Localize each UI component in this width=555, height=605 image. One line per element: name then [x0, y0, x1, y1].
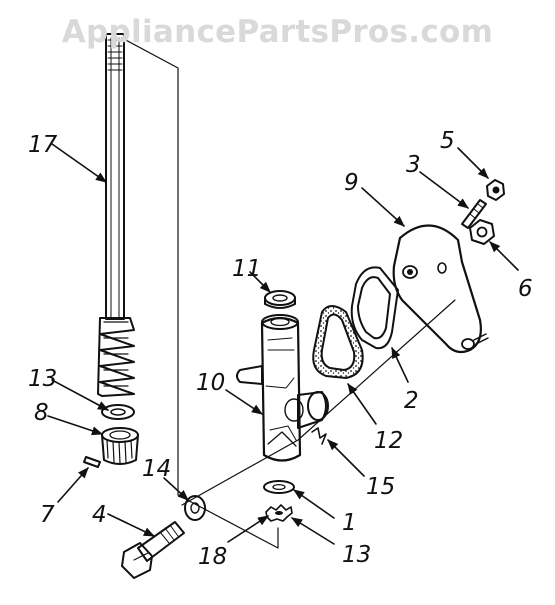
callout-15: 15 — [366, 474, 395, 500]
shaft-part-17 — [97, 33, 135, 397]
leader-17 — [51, 143, 107, 183]
callout-2: 2 — [404, 388, 419, 414]
spring-washer-part-15 — [311, 427, 327, 445]
leader-9 — [361, 187, 405, 227]
leader-10 — [225, 389, 263, 415]
washer-part-13-left — [101, 404, 135, 420]
leader-6 — [489, 241, 519, 271]
bracket-plate-part-9 — [392, 224, 489, 354]
washer-part-14 — [184, 495, 206, 521]
leader-lines — [47, 143, 519, 545]
watermark: AppliancePartsPros.com — [61, 14, 494, 50]
leader-11 — [249, 271, 271, 293]
leader-4 — [107, 513, 156, 537]
leader-5 — [457, 147, 489, 179]
washer-part-1 — [263, 480, 295, 494]
callout-17: 17 — [28, 132, 58, 158]
callout-4: 4 — [92, 502, 107, 528]
callout-13-left: 13 — [28, 366, 57, 392]
bushing-part-8 — [101, 427, 139, 465]
leader-8 — [47, 415, 104, 436]
callout-1: 1 — [342, 510, 357, 536]
leader-2 — [391, 346, 409, 383]
housing-part-10 — [236, 314, 329, 462]
callout-labels: 17 13 8 7 4 14 11 10 9 3 5 6 2 12 15 1 1… — [28, 128, 533, 570]
leader-18 — [227, 515, 269, 543]
leader-1 — [293, 489, 335, 519]
nut-part-6 — [469, 219, 495, 245]
nut-part-5 — [486, 179, 505, 201]
leader-13-left — [51, 379, 109, 411]
star-washer-part-18 — [265, 504, 293, 522]
loop-seal-part-2 — [350, 266, 399, 350]
leader-12 — [347, 383, 377, 425]
pivot-axis-line — [181, 299, 456, 506]
callout-7: 7 — [40, 502, 55, 528]
leader-7 — [57, 467, 89, 503]
callout-5: 5 — [440, 128, 455, 154]
callout-18: 18 — [198, 544, 227, 570]
leader-14 — [163, 477, 189, 501]
leader-3 — [419, 171, 469, 209]
callout-11: 11 — [232, 256, 261, 282]
bolt-part-4 — [121, 521, 185, 579]
leader-15 — [327, 439, 365, 477]
stud-part-3 — [461, 199, 487, 229]
leader-13-lower — [291, 517, 335, 545]
gasket-part-12 — [312, 305, 364, 380]
callout-3: 3 — [406, 152, 421, 178]
callout-10: 10 — [196, 370, 225, 396]
callout-6: 6 — [518, 276, 533, 302]
callout-14: 14 — [142, 456, 171, 482]
callout-9: 9 — [344, 170, 359, 196]
callout-8: 8 — [34, 400, 49, 426]
bushing-part-11 — [264, 290, 296, 309]
callout-13-lower: 13 — [342, 542, 371, 568]
callout-12: 12 — [374, 428, 403, 454]
pin-part-7 — [83, 456, 101, 468]
